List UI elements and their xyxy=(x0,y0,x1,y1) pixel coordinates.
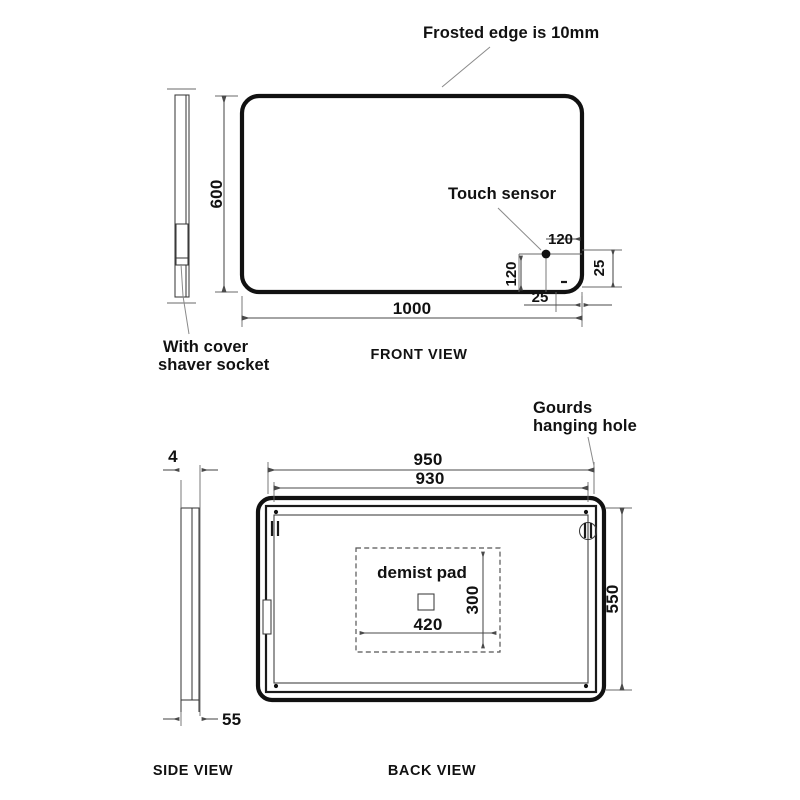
dim-back-inner-width: 930 xyxy=(273,469,589,502)
side-profile-top: With cover shaver socket xyxy=(158,88,270,374)
dim-back-outer-width: 950 xyxy=(267,450,595,494)
shaver-socket-note-line1: With cover xyxy=(163,338,249,356)
back-view: demist pad 420 300 950 xyxy=(255,399,637,779)
gourds-hanging-hole-note-line2: hanging hole xyxy=(533,417,637,435)
dim-back-outer-width-label: 950 xyxy=(414,450,443,469)
dim-front-height: 600 xyxy=(207,95,238,293)
demist-pad-label: demist pad xyxy=(377,563,467,582)
dim-sensor-x-label: 120 xyxy=(548,231,573,248)
dim-demist-width-label: 420 xyxy=(414,615,443,634)
dim-front-corner-bottom-label: 25 xyxy=(532,289,549,306)
dim-front-edge-right: 25 xyxy=(582,249,622,288)
shaver-socket-body xyxy=(175,223,189,266)
front-view-label: FRONT VIEW xyxy=(370,347,467,363)
touch-sensor-leader xyxy=(497,207,542,251)
gourds-hanging-hole-note-line1: Gourds xyxy=(533,399,592,417)
hanging-hole-dot-top-left xyxy=(273,509,279,515)
dim-front-height-label: 600 xyxy=(207,180,226,209)
dim-side-depth-label: 55 xyxy=(222,710,241,729)
hanging-hole-dot-top-right xyxy=(583,509,589,515)
dim-back-height: 550 xyxy=(603,507,632,691)
dim-front-corner-bottom: 25 xyxy=(524,289,612,312)
side-view: 4 55 SIDE VIEW xyxy=(153,447,241,779)
touch-sensor-group: Touch sensor 120 120 xyxy=(448,185,582,292)
back-outer-frame xyxy=(255,495,607,703)
front-mirror-outline xyxy=(239,93,585,295)
gourd-hanging-hole-left xyxy=(270,521,280,536)
frosted-edge-note: Frosted edge is 10mm xyxy=(423,24,599,42)
dim-side-depth: 55 xyxy=(163,710,241,729)
frosted-edge-leader xyxy=(441,46,491,88)
back-panel xyxy=(273,514,589,684)
dim-sensor-y-label: 120 xyxy=(503,261,520,286)
gourds-hanging-hole-leader xyxy=(587,436,595,467)
front-view: Frosted edge is 10mm 600 1000 xyxy=(207,24,622,363)
dim-demist-height-label: 300 xyxy=(463,586,482,615)
hanging-hole-dot-bottom-right xyxy=(583,683,589,689)
touch-sensor-dot xyxy=(541,249,551,259)
back-view-label: BACK VIEW xyxy=(388,763,476,779)
gourd-hanging-hole-right xyxy=(578,521,598,541)
demist-pad-connector xyxy=(417,593,435,611)
touch-sensor-note: Touch sensor xyxy=(448,185,557,203)
shaver-socket-note-line2: shaver socket xyxy=(158,356,270,374)
demist-pad-group: demist pad 420 300 xyxy=(355,547,501,653)
dim-side-thickness: 4 xyxy=(163,447,218,508)
hanging-hole-dot-bottom-left xyxy=(273,683,279,689)
dim-front-edge-right-label: 25 xyxy=(591,260,608,277)
back-shaver-socket-notch xyxy=(262,599,272,635)
dim-side-thickness-label: 4 xyxy=(168,447,178,466)
shaver-socket-leader xyxy=(180,263,190,335)
dim-back-height-label: 550 xyxy=(603,585,622,614)
dim-front-width-label: 1000 xyxy=(393,299,432,318)
side-view-label: SIDE VIEW xyxy=(153,763,233,779)
back-inner-frame xyxy=(264,504,598,694)
dim-back-inner-width-label: 930 xyxy=(416,469,445,488)
